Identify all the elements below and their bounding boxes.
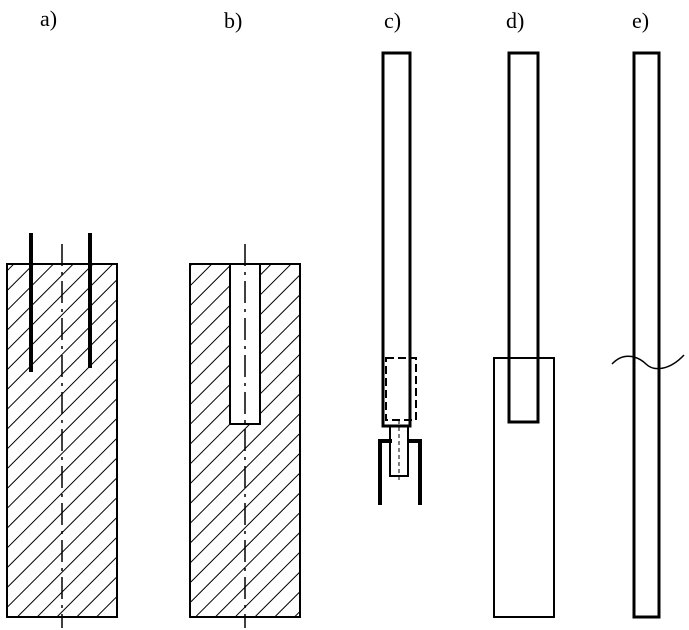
gripper-left-c	[378, 439, 392, 505]
rod-e	[632, 51, 661, 619]
panel-b-drawing	[189, 244, 301, 628]
panel-d-drawing	[493, 51, 555, 618]
panel-e-drawing	[611, 51, 685, 619]
panel-label-c: c)	[384, 8, 401, 33]
dashed-end-c	[385, 357, 417, 421]
gripper-right-c	[408, 439, 422, 505]
rod-d	[507, 51, 540, 424]
panel-label-a: a)	[40, 6, 57, 31]
rod-c	[381, 51, 412, 428]
panel-label-d: d)	[506, 8, 524, 33]
panel-c-drawing	[378, 51, 422, 505]
mould-d	[493, 357, 555, 618]
panel-a-drawing	[6, 233, 118, 628]
break-line-e	[611, 354, 685, 370]
panel-label-b: b)	[224, 8, 242, 33]
panel-label-e: e)	[632, 8, 649, 33]
